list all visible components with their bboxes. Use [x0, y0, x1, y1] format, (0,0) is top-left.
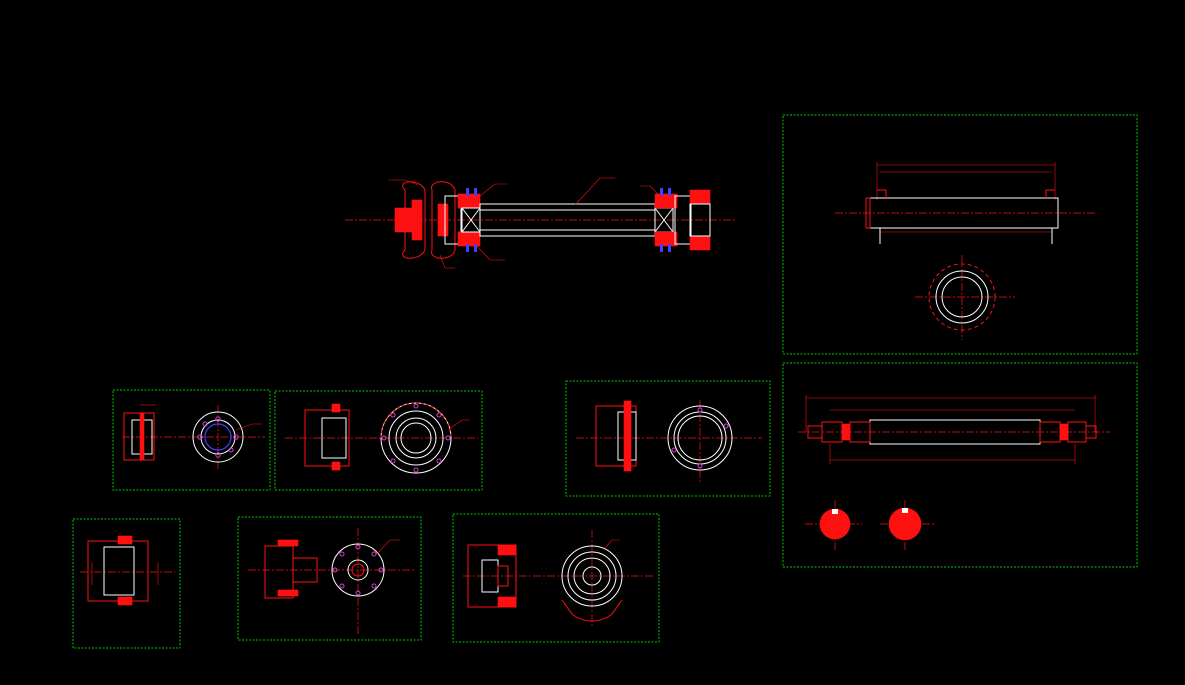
bearing-bottom-left	[457, 231, 481, 247]
sheet-frame	[452, 513, 660, 643]
sheet-frame	[72, 518, 181, 649]
sheet-sleeve[interactable]	[72, 518, 181, 649]
hub-end-view	[331, 528, 400, 635]
bearing-bottom-right	[654, 231, 678, 247]
flange-plate-a	[444, 195, 462, 245]
sheet-shaft[interactable]	[782, 362, 1138, 568]
sheet-frame	[274, 390, 483, 491]
sheet-gear-hub[interactable]	[452, 513, 660, 643]
sheet-flange-b[interactable]	[274, 390, 483, 491]
leader-line	[574, 177, 615, 206]
sheet-frame	[565, 380, 771, 497]
bearing-top-right	[654, 193, 678, 209]
sheet-flange-a[interactable]	[112, 389, 271, 491]
bearing-cross-left	[461, 207, 481, 233]
coupling-loop-left	[402, 181, 426, 259]
sheet-frame	[237, 516, 422, 641]
bearing-top-left	[457, 193, 481, 209]
flange-a-end-view	[192, 405, 262, 470]
sheet-frame	[112, 389, 271, 491]
hub-flange-left	[411, 199, 423, 241]
shaft-section-a	[805, 500, 862, 550]
shaft-coupling-assembly[interactable]	[345, 177, 735, 269]
flange-b-end-view	[380, 402, 470, 474]
roller-end-view	[915, 255, 1015, 340]
sheet-hub[interactable]	[237, 516, 422, 641]
sheet-frame	[782, 114, 1138, 355]
coupling-loop-right	[431, 181, 456, 259]
shaft-steps	[807, 421, 1097, 443]
hub-flange-right	[437, 203, 449, 237]
shaft-section-b	[880, 500, 935, 550]
bolt-icon	[466, 188, 671, 252]
sheet-roller[interactable]	[782, 114, 1138, 355]
pulley-end-view	[667, 400, 733, 482]
end-cap-right	[689, 203, 711, 237]
sheet-pulley[interactable]	[565, 380, 771, 497]
gear-hub-end-view	[561, 530, 623, 628]
sheet-frame	[782, 362, 1138, 568]
